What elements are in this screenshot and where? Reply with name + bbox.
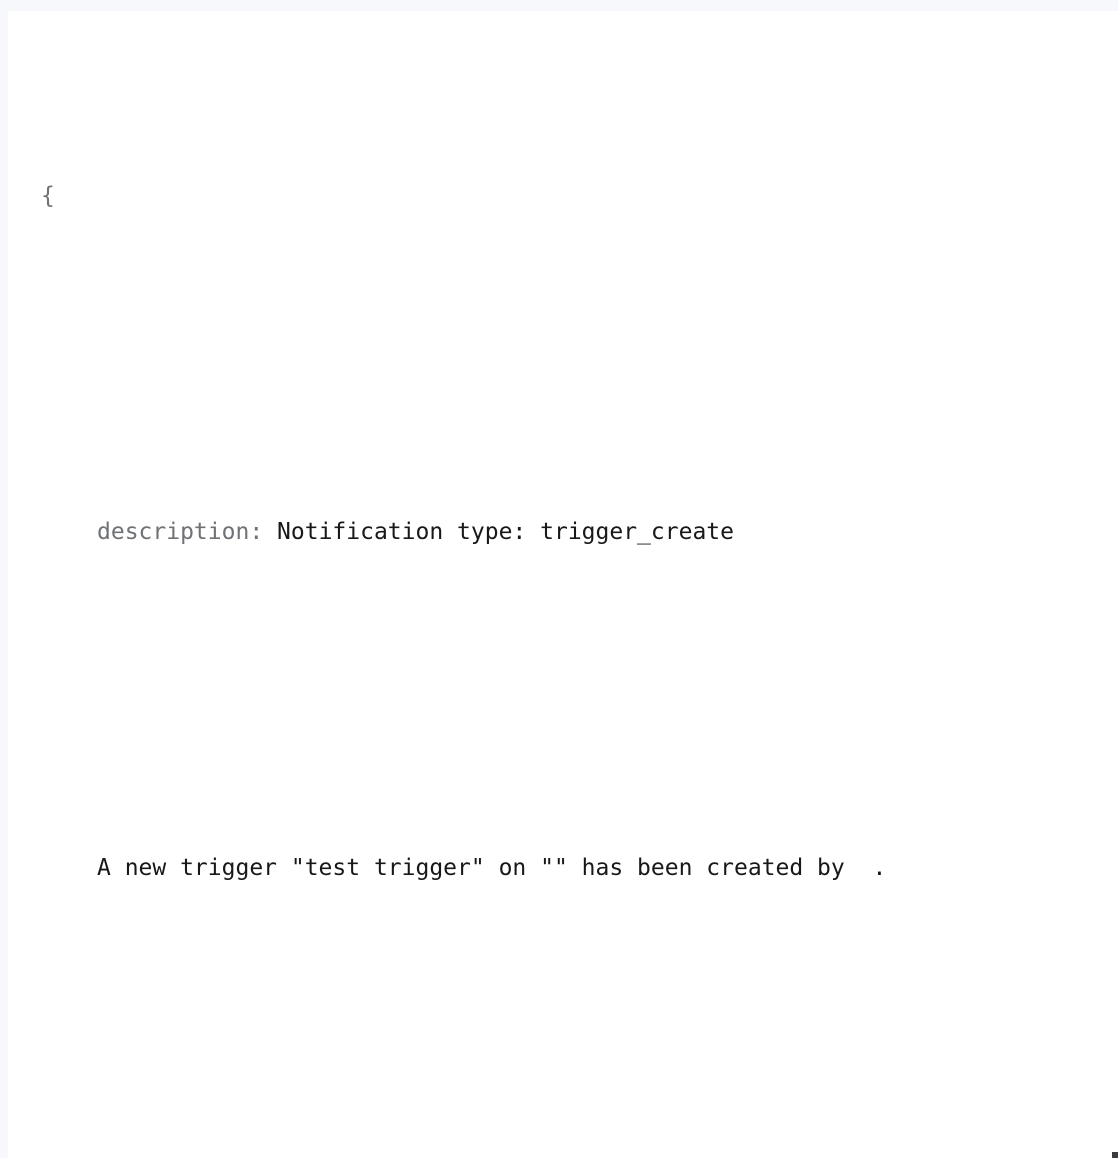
json-log-viewer[interactable]: { description: Notification type: trigge… <box>8 11 1118 1158</box>
open-brace: { <box>41 183 55 209</box>
json-line-description-sentence: A new trigger "test trigger" on "" has b… <box>8 847 983 889</box>
resize-handle[interactable] <box>1112 1152 1118 1158</box>
json-line-blank-3 <box>8 1015 983 1057</box>
description-key: description: <box>97 519 264 545</box>
json-line-open-brace: { <box>8 175 983 217</box>
description-value-line-1: Notification type: trigger_create <box>277 519 734 545</box>
json-line-blank-1 <box>8 343 983 385</box>
json-line-description-key: description: Notification type: trigger_… <box>8 511 983 553</box>
json-content[interactable]: { description: Notification type: trigge… <box>8 11 983 1158</box>
description-value-line-2: A new trigger "test trigger" on "" has b… <box>97 855 887 881</box>
json-line-blank-2 <box>8 679 983 721</box>
description-spacer <box>263 519 277 545</box>
